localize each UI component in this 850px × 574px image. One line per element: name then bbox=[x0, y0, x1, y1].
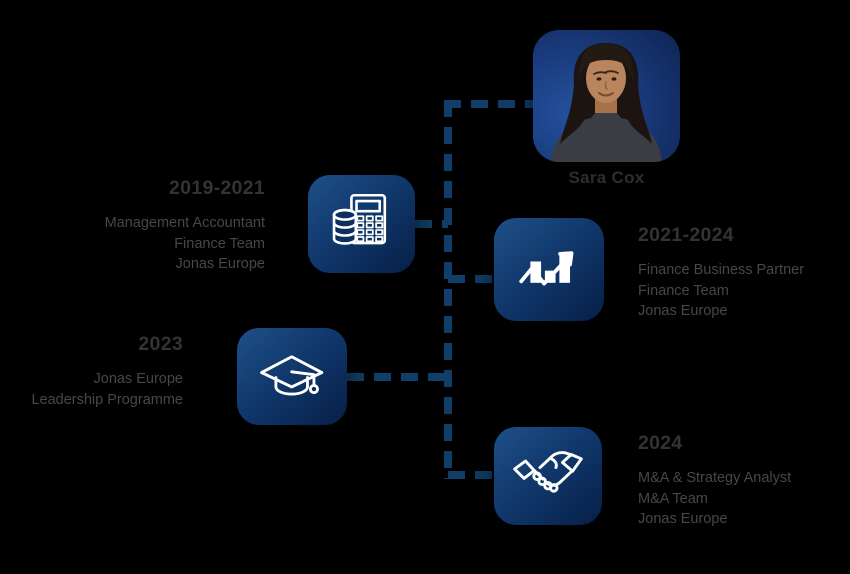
milestone-2023-text: 2023 Jonas Europe Leadership Programme bbox=[18, 333, 183, 410]
company-line: Jonas Europe bbox=[175, 256, 265, 272]
team-line: Finance Team bbox=[174, 235, 265, 252]
calculator-coins-icon bbox=[332, 193, 387, 245]
tile-ma-strategy-analyst bbox=[494, 427, 602, 525]
period-label: 2019-2021 bbox=[169, 177, 265, 199]
company-line: Jonas Europe bbox=[638, 511, 728, 527]
tile-finance-business-partner bbox=[494, 218, 604, 321]
company-line: Jonas Europe bbox=[638, 303, 728, 319]
team-line: Finance Team bbox=[638, 282, 729, 299]
role-line: M&A & Strategy Analyst bbox=[638, 470, 792, 486]
role-line: Finance Business Partner bbox=[638, 262, 805, 278]
connector-branch-calculator bbox=[415, 220, 448, 228]
bar-chart-growth-icon bbox=[519, 251, 574, 286]
portrait-illustration bbox=[533, 30, 680, 162]
milestone-2019-2021-text: 2019-2021 Management Accountant Finance … bbox=[80, 177, 265, 275]
role-line: Management Accountant bbox=[104, 215, 265, 231]
handshake-icon bbox=[513, 450, 583, 493]
team-line: M&A Team bbox=[638, 490, 708, 507]
connector-trunk bbox=[444, 100, 452, 479]
tile-management-accountant bbox=[308, 175, 415, 273]
company-line: Jonas Europe bbox=[93, 371, 183, 387]
tile-leadership-programme bbox=[237, 328, 347, 425]
connector-branch-graduation bbox=[347, 373, 448, 381]
person-name: Sara Cox bbox=[568, 168, 645, 187]
programme-line: Leadership Programme bbox=[31, 391, 183, 408]
period-label: 2024 bbox=[638, 432, 683, 454]
milestone-2021-2024-text: 2021-2024 Finance Business Partner Finan… bbox=[638, 224, 838, 322]
graduation-cap-icon bbox=[260, 354, 324, 396]
connector-branch-handshake bbox=[448, 471, 494, 479]
period-label: 2023 bbox=[138, 333, 183, 355]
connector-branch-chart bbox=[448, 275, 494, 283]
milestone-2024-text: 2024 M&A & Strategy Analyst M&A Team Jon… bbox=[638, 432, 838, 530]
period-label: 2021-2024 bbox=[638, 224, 734, 246]
profile-photo bbox=[533, 30, 680, 162]
connector-branch-photo bbox=[444, 100, 533, 108]
